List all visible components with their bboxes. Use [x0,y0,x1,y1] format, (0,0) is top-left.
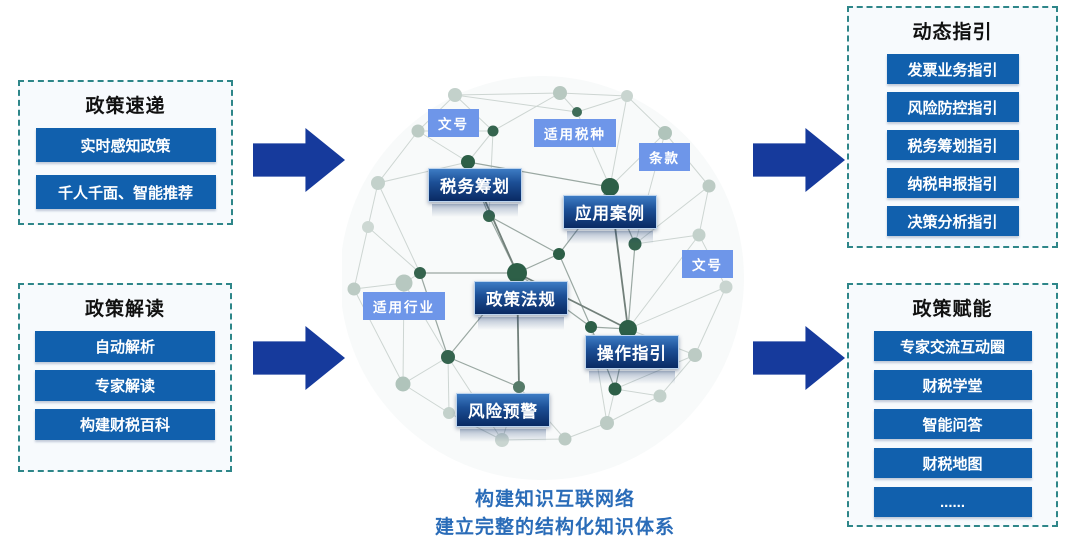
panel-item: 实时感知政策 [35,128,216,162]
attribute-label-document-number: 文号 [428,109,479,137]
entity-node-tax-planning: 税务筹划 [428,168,522,217]
caption-line-1: 构建知识互联网络 [474,489,635,510]
entity-node-risk-warning: 风险预警 [456,393,550,442]
panel-title: 政策解读 [84,299,165,320]
arrow-right-icon [753,128,845,192]
attribute-label-document-number-2: 文号 [682,250,733,278]
panel-policy-empowerment: 政策赋能 专家交流互动圈 财税学堂 智能问答 财税地图 ...... [847,283,1058,527]
panel-item: 发票业务指引 [886,54,1019,84]
arrow-right-icon [253,326,345,390]
panel-item: 专家解读 [35,370,215,401]
panel-policy-express: 政策速递 实时感知政策 千人千面、智能推荐 [18,80,233,225]
arrow-right-icon [753,326,845,390]
panel-item: 智能问答 [873,409,1032,439]
panel-title: 政策速递 [85,96,166,117]
entity-node-operation-guide: 操作指引 [585,335,679,384]
panel-item: 财税学堂 [873,370,1032,400]
entity-node-application-cases: 应用案例 [563,195,657,244]
panel-item: 自动解析 [35,331,215,362]
panel-title: 动态指引 [912,22,993,43]
panel-item: 税务筹划指引 [886,130,1019,160]
panel-item: 决策分析指引 [886,206,1019,236]
panel-item: 千人千面、智能推荐 [35,175,216,209]
panel-item: ...... [873,487,1032,517]
panel-item: 财税地图 [873,448,1032,478]
panel-item: 风险防控指引 [886,92,1019,122]
arrow-right-icon [253,128,345,192]
panel-title: 政策赋能 [912,299,993,320]
attribute-label-applicable-tax: 适用税种 [534,119,616,147]
attribute-label-clause: 条款 [639,143,690,171]
diagram-caption: 构建知识互联网络 建立完整的结构化知识体系 [330,486,780,542]
panel-item: 专家交流互动圈 [873,331,1032,361]
panel-policy-interpretation: 政策解读 自动解析 专家解读 构建财税百科 [18,283,232,472]
caption-line-2: 建立完整的结构化知识体系 [434,517,675,538]
panel-item: 构建财税百科 [35,409,215,440]
panel-item: 纳税申报指引 [886,168,1019,198]
panel-dynamic-guides: 动态指引 发票业务指引 风险防控指引 税务筹划指引 纳税申报指引 决策分析指引 [847,6,1058,248]
entity-node-policy-regulations: 政策法规 [474,281,568,330]
attribute-label-applicable-industry: 适用行业 [363,292,445,320]
